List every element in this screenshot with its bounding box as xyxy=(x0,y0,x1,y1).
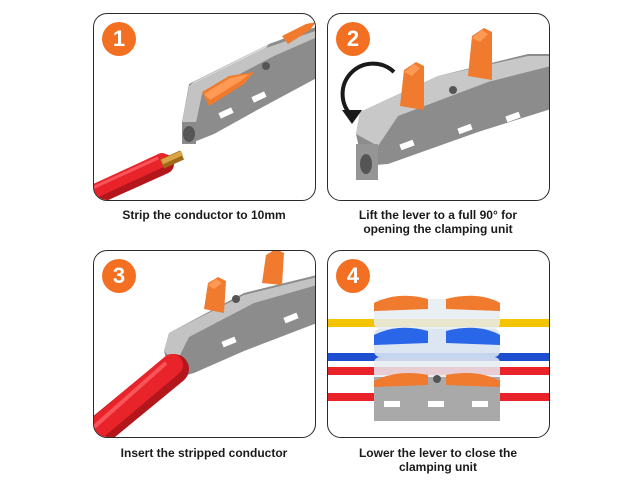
step-2-caption-line1: Lift the lever to a full 90° for xyxy=(358,208,518,222)
step-1-caption-line1: Strip the conductor to 10mm xyxy=(122,208,286,222)
step-3-badge: 3 xyxy=(102,259,136,293)
step-3-caption: Insert the stripped conductor xyxy=(74,446,334,460)
step-4-badge: 4 xyxy=(336,259,370,293)
step-4-caption-line1: Lower the lever to close the xyxy=(358,446,518,460)
step-3-panel: 3 xyxy=(93,250,316,438)
step-1-panel: 1 xyxy=(93,13,316,201)
step-3-illustration xyxy=(94,251,315,437)
step-4-caption-line2: clamping unit xyxy=(399,460,477,474)
step-4-panel: 4 xyxy=(327,250,550,438)
step-4-illustration xyxy=(328,295,549,421)
step-2-illustration xyxy=(340,28,549,180)
step-2-caption-line2: opening the clamping unit xyxy=(363,222,513,236)
step-2-panel: 2 xyxy=(327,13,550,201)
stripped-copper-conductor xyxy=(159,150,185,169)
wire-connector xyxy=(164,251,315,379)
lever-raised xyxy=(468,28,492,80)
connector-stack xyxy=(374,295,500,421)
step-1-badge: 1 xyxy=(102,22,136,56)
lever-raised xyxy=(400,62,424,110)
step-2-caption: Lift the lever to a full 90° for opening… xyxy=(308,208,568,236)
step-1-illustration xyxy=(94,22,315,200)
wire-connector xyxy=(182,22,315,144)
red-wire xyxy=(94,354,189,437)
wire-connector xyxy=(356,28,549,180)
step-2-badge: 2 xyxy=(336,22,370,56)
red-wire xyxy=(94,153,174,200)
step-4-caption: Lower the lever to close the clamping un… xyxy=(308,446,568,474)
step-3-caption-line1: Insert the stripped conductor xyxy=(120,446,288,460)
step-1-caption: Strip the conductor to 10mm xyxy=(74,208,334,222)
rotate-arrow-icon xyxy=(340,61,396,124)
